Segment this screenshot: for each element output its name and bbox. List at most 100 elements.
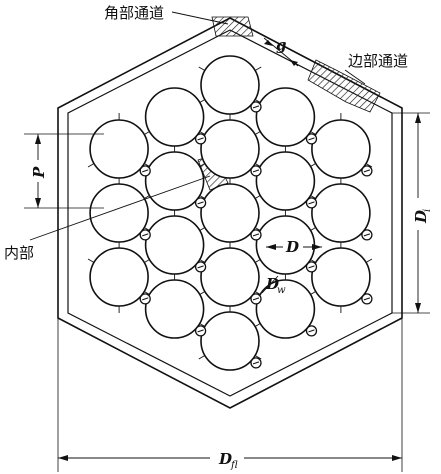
fuel-rod: [89, 183, 149, 243]
pitch-arrow-top: [35, 134, 41, 144]
subchannel-boundary: [144, 131, 150, 135]
wire-wrap-mark: [363, 233, 371, 237]
wire-wrap-mark: [252, 105, 260, 109]
wire-wrap-mark: [197, 265, 204, 269]
gap-arrow-a: [264, 40, 273, 46]
rod-diameter-arrow-left: [266, 244, 276, 250]
rod-diameter-label: D: [285, 238, 299, 256]
outer-flat-arrow-left: [58, 455, 68, 461]
edge-channel-leader: [344, 69, 366, 85]
fuel-rod: [200, 311, 260, 371]
pitch-label: P: [30, 166, 48, 179]
subchannel-boundary: [254, 163, 261, 167]
interior-label: 内部: [4, 244, 34, 262]
inner-flat-subscript: i: [422, 209, 433, 212]
wire-wrap-mark: [308, 329, 315, 333]
fuel-rod: [144, 279, 205, 339]
wire-wraps: [139, 101, 373, 369]
outer-flat-label: D: [218, 450, 232, 468]
subchannel-boundary: [199, 99, 206, 103]
fuel-rod: [144, 151, 205, 211]
wall-spoke: [254, 66, 262, 71]
corner-channel-label: 角部通道: [104, 4, 164, 22]
wall-spoke: [198, 66, 206, 71]
subchannel-boundary: [144, 195, 150, 199]
corner-channel-hatch: [211, 16, 254, 37]
subchannel-boundary: [199, 131, 206, 135]
fuel-rods: [89, 55, 371, 371]
wire-wrap-mark: [197, 137, 204, 141]
fuel-rod: [144, 87, 205, 147]
wire-wrap-mark: [197, 329, 204, 333]
subchannel-boundary: [254, 259, 261, 263]
wire-wrap-mark: [308, 201, 315, 205]
inner-flat-label: D: [412, 210, 430, 224]
wire-wrap-mark: [142, 297, 149, 301]
wire-diameter-subscript: w: [277, 285, 286, 296]
fuel-rod: [144, 215, 205, 275]
subchannel-boundary: [199, 259, 206, 263]
wire-wrap-mark: [363, 297, 371, 301]
wire-diameter-leader: [261, 275, 279, 294]
outer-flat-arrow-right: [392, 455, 402, 461]
subchannel-boundary: [254, 99, 261, 103]
subchannel-boundary: [310, 259, 316, 263]
fuel-rod: [255, 151, 316, 211]
subchannel-boundary: [254, 227, 261, 231]
subchannel-boundary: [199, 227, 206, 231]
fuel-rod: [200, 247, 260, 307]
fuel-rod: [89, 247, 149, 307]
fuel-rod: [311, 247, 371, 307]
subchannel-boundary: [310, 195, 316, 199]
wire-wrap-mark: [142, 233, 149, 237]
wire-wrap-mark: [197, 201, 204, 205]
wire-wrap-mark: [363, 169, 371, 173]
subchannel-boundary: [310, 163, 316, 167]
gap-label: g: [276, 36, 287, 54]
edge-channel-hatch: [307, 59, 381, 113]
subchannel-boundary: [144, 291, 150, 295]
edge-channel-label: 边部通道: [348, 52, 408, 70]
inner-flat-arrow-bottom: [415, 303, 421, 313]
fuel-rod: [89, 119, 149, 179]
wire-diameter-label: D: [265, 275, 279, 293]
subchannel-boundary: [144, 163, 150, 167]
subchannel-boundary: [310, 131, 316, 135]
wall-spoke: [365, 163, 373, 168]
subchannel-boundary: [199, 195, 206, 199]
wall-spoke: [254, 355, 262, 360]
wire-wrap-mark: [308, 137, 315, 141]
corner-channel-leader: [171, 11, 229, 25]
subchannel-boundary: [254, 195, 261, 199]
fuel-rod: [200, 183, 260, 243]
fuel-rod: [311, 119, 371, 179]
wire-wrap-mark: [252, 297, 260, 301]
fuel-rod: [200, 55, 260, 115]
interior-leader: [29, 175, 211, 241]
subchannel-boundary: [310, 227, 316, 231]
wire-wrap-mark: [252, 361, 260, 365]
subchannel-boundary: [199, 323, 206, 327]
rod-diameter-arrow-right: [312, 244, 322, 250]
wire-wrap-mark: [252, 169, 260, 173]
wall-spoke: [87, 258, 95, 263]
inner-flat-arrow-top: [415, 113, 421, 123]
fuel-rod: [255, 87, 316, 147]
subchannel-boundary: [144, 227, 150, 231]
fuel-rod: [311, 183, 371, 243]
wire-wrap-mark: [252, 233, 260, 237]
gap-arrow-b: [290, 60, 298, 66]
subchannel-boundary: [199, 291, 206, 295]
subchannel-boundary: [254, 291, 261, 295]
wire-wrap-mark: [142, 169, 149, 173]
subchannel-lines: [87, 66, 373, 360]
subchannel-boundary: [254, 323, 261, 327]
pitch-arrow-bottom: [35, 198, 41, 208]
wall-spoke: [365, 258, 373, 263]
fuel-rod: [255, 279, 316, 339]
subchannel-boundary: [310, 291, 316, 295]
outer-flat-subscript: fl: [230, 460, 238, 471]
subchannel-boundary: [254, 131, 261, 135]
outer-hexagon: [57, 17, 403, 409]
